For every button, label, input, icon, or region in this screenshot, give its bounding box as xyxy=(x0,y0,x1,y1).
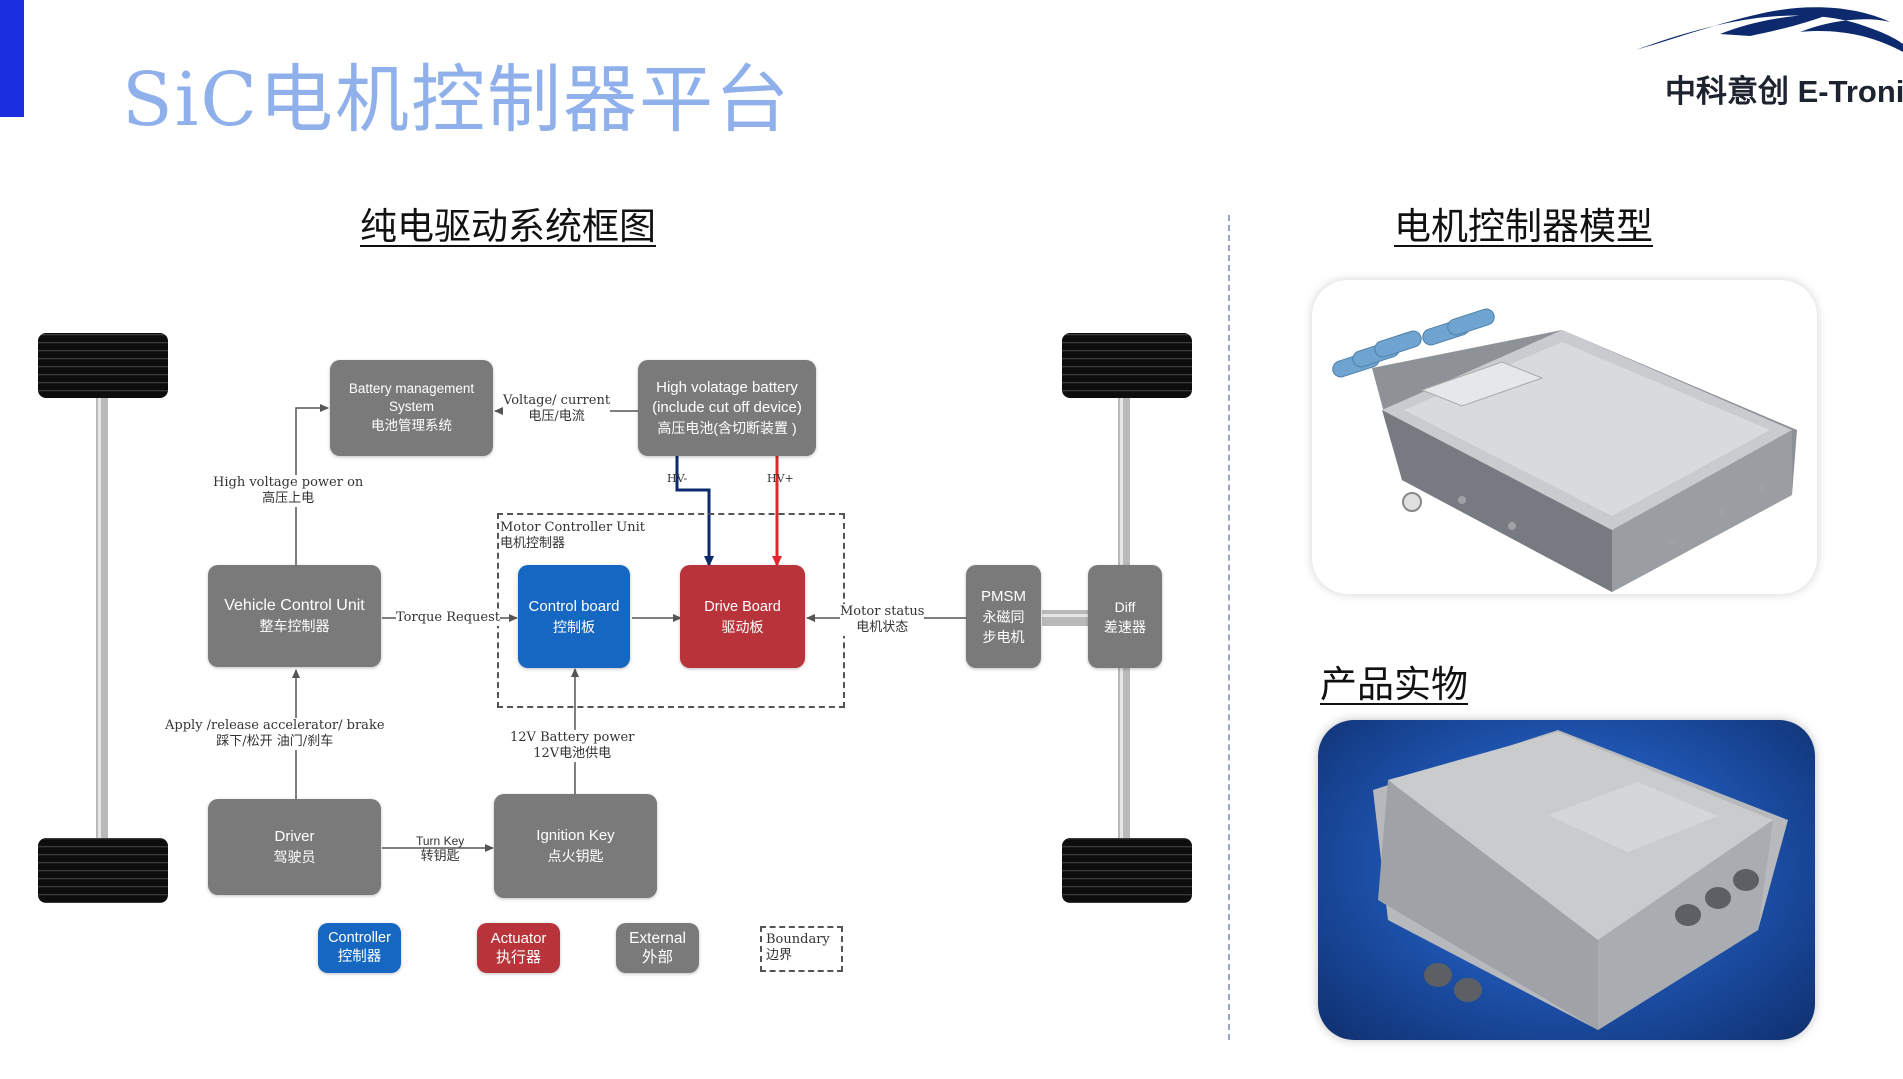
accent-bar xyxy=(0,0,24,117)
legend-external: External 外部 xyxy=(616,923,699,973)
page-title: SiC电机控制器平台 xyxy=(122,57,791,143)
voltage-current-label: Voltage/ current 电压/电流 xyxy=(503,393,611,425)
diff-block: Diff 差速器 xyxy=(1088,565,1162,668)
battery-management-block: Battery management System 电池管理系统 xyxy=(330,360,493,456)
hv-minus-label: HV- xyxy=(667,472,688,485)
turn-key-label: Turn Key 转钥匙 xyxy=(416,834,465,864)
ignition-key-block: Ignition Key 点火钥匙 xyxy=(494,794,657,898)
legend-actuator: Actuator 执行器 xyxy=(477,923,560,973)
hv-minus-line xyxy=(675,456,714,567)
product-photo xyxy=(1318,720,1815,1040)
left-axle xyxy=(96,395,108,840)
car-logo-icon xyxy=(1636,7,1903,53)
drive-board-block: Drive Board 驱动板 xyxy=(680,565,805,668)
mcu-label: Motor Controller Unit 电机控制器 xyxy=(500,520,646,551)
motor-status-label: Motor status 电机状态 xyxy=(840,604,925,636)
wheel-front-left xyxy=(38,333,168,398)
torque-request-label: Torque Request xyxy=(396,610,500,626)
battery-12v-label: 12V Battery power 12V电池供电 xyxy=(510,730,635,762)
control-board-block: Control board 控制板 xyxy=(518,565,630,668)
wheel-rear-left xyxy=(38,838,168,903)
motor-controller-model-image xyxy=(1312,280,1817,594)
product-section-title: 产品实物 xyxy=(1320,663,1468,706)
driver-block: Driver 驾驶员 xyxy=(208,799,381,895)
hv-power-on-label: High voltage power on 高压上电 xyxy=(213,475,364,507)
model-section-title: 电机控制器模型 xyxy=(1394,205,1653,248)
motor-shaft xyxy=(1042,610,1089,626)
logo-text: 中科意创 E-Tronic xyxy=(1665,74,1903,109)
apply-release-label: Apply /release accelerator/ brake 踩下/松开 … xyxy=(165,718,385,750)
legend-controller: Controller 控制器 xyxy=(318,923,401,973)
wheel-front-right xyxy=(1062,333,1192,398)
wheel-rear-right xyxy=(1062,838,1192,903)
legend-boundary: Boundary 边界 xyxy=(760,926,843,972)
hv-battery-block: High volatage battery (include cut off d… xyxy=(638,360,816,456)
vehicle-control-unit-block: Vehicle Control Unit 整车控制器 xyxy=(208,565,381,667)
hv-plus-label: HV+ xyxy=(767,472,794,485)
pmsm-block: PMSM 永磁同 步电机 xyxy=(966,565,1041,668)
diagram-section-title: 纯电驱动系统框图 xyxy=(360,205,656,248)
section-divider xyxy=(1228,215,1230,1040)
